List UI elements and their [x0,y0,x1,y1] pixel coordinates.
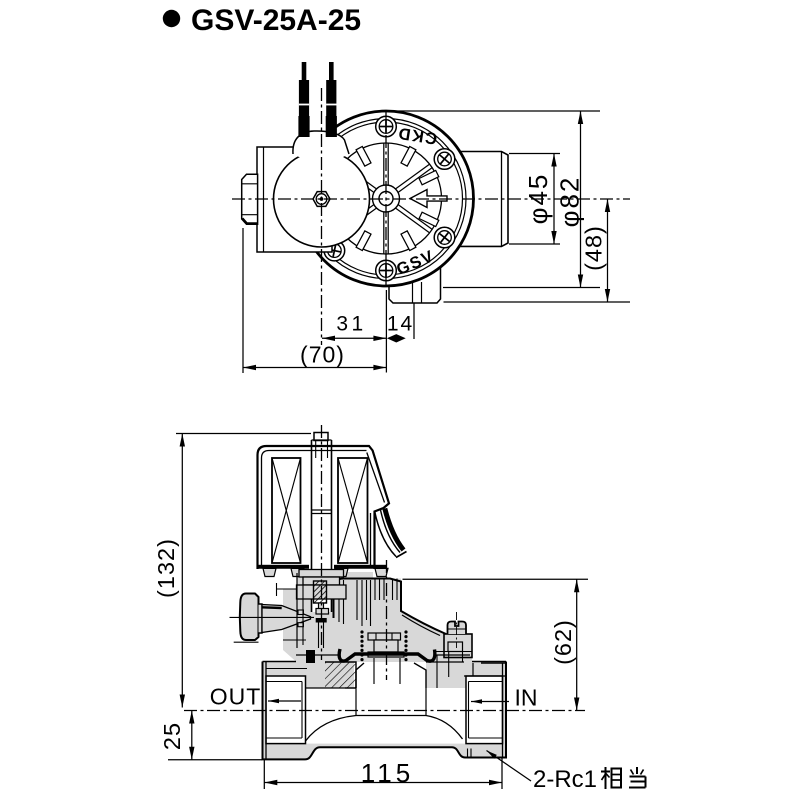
svg-text:115: 115 [361,758,414,788]
svg-text:2-Rc1: 2-Rc1 [533,766,597,793]
svg-text:(62): (62) [550,619,576,665]
svg-text:φ82: φ82 [555,176,585,228]
svg-text:OUT: OUT [210,684,262,710]
svg-text:14: 14 [387,313,414,336]
svg-text:GSV-25A-25: GSV-25A-25 [191,4,361,37]
svg-text:(132): (132) [153,538,179,598]
svg-text:φ45: φ45 [523,173,553,225]
svg-text:31: 31 [336,313,366,336]
svg-text:25: 25 [159,722,185,750]
svg-text:(48): (48) [581,225,607,271]
svg-text:IN: IN [515,685,538,711]
svg-text:(70): (70) [300,342,345,368]
